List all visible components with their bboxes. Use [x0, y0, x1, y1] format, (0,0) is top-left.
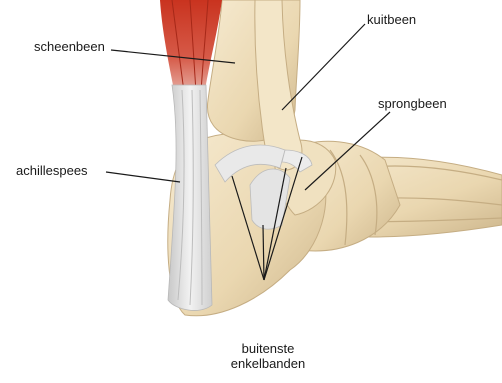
label-kuitbeen: kuitbeen — [367, 13, 416, 28]
label-buitenste: buitenste — [228, 342, 308, 357]
label-achillespees: achillespees — [16, 164, 88, 179]
label-scheenbeen: scheenbeen — [34, 40, 105, 55]
label-sprongbeen: sprongbeen — [378, 97, 447, 112]
label-buitenste-enkelbanden: buitenste enkelbanden — [228, 342, 308, 372]
achilles-tendon — [168, 85, 212, 310]
label-enkelbanden: enkelbanden — [228, 357, 308, 372]
leader-line-achillespees — [106, 172, 180, 182]
